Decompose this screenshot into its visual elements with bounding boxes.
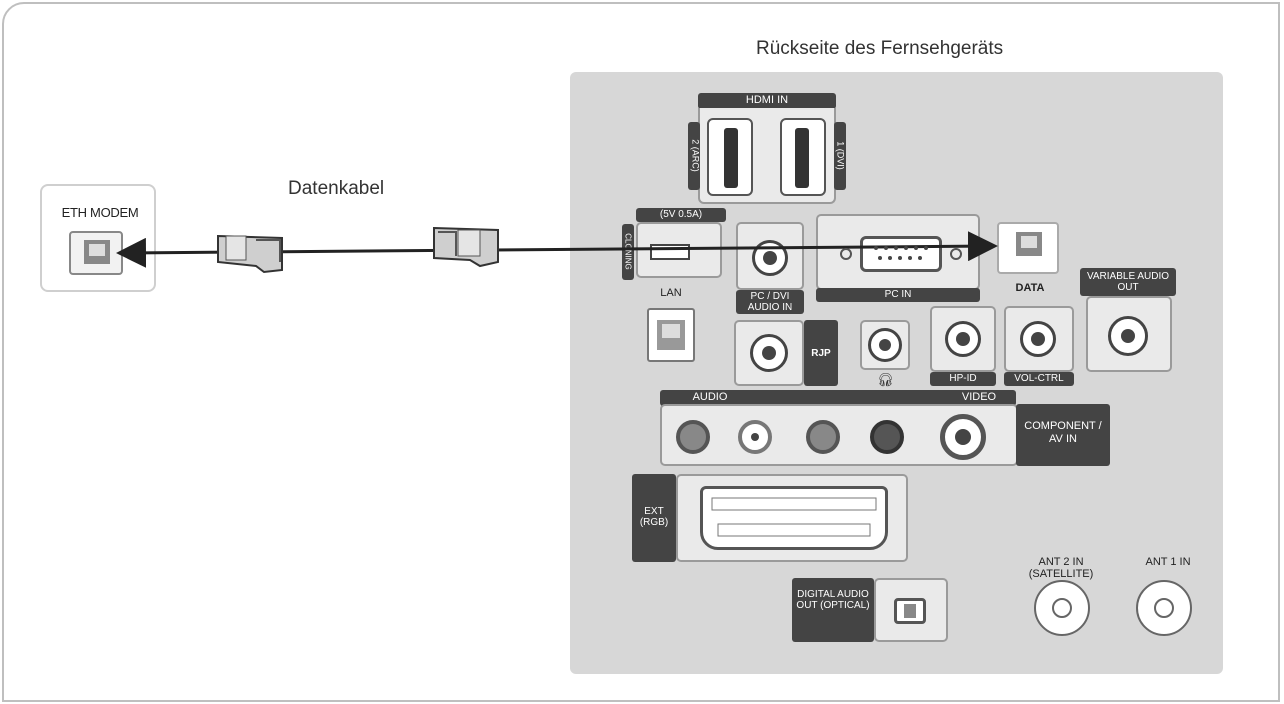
- pc-in-label: PC IN: [884, 289, 912, 300]
- headphone-icon: 🎧︎: [877, 372, 894, 387]
- rjp-label: RJP: [811, 348, 831, 359]
- vol-ctrl-tag: [1004, 372, 1074, 386]
- ext-tag: [632, 474, 676, 562]
- component-label: COMPONENT / AV IN: [1024, 420, 1102, 445]
- optical-inner: [904, 604, 916, 618]
- hdmi-1-tag: [834, 122, 846, 190]
- hdmi-2-tag: [688, 122, 700, 190]
- scart-port: [700, 486, 888, 550]
- jack-centers: [751, 251, 1135, 445]
- hdmi-header: [698, 93, 836, 109]
- tv-back-panel: [570, 72, 1223, 674]
- var-audio-tag: [1080, 268, 1176, 296]
- usb-header: [636, 208, 726, 222]
- component-tag: [1016, 404, 1110, 466]
- rjp-tag: [804, 320, 838, 386]
- cable-label: Datenkabel: [288, 178, 385, 199]
- ext-label: EXT (RGB): [639, 506, 669, 528]
- rj45-plug-right: [433, 226, 499, 268]
- vga-pins: [840, 246, 962, 260]
- hp-id-tag: [930, 372, 996, 386]
- video-label: VIDEO: [961, 391, 997, 403]
- ethernet-jack-icon: [69, 231, 123, 275]
- optical-tag: [792, 578, 874, 642]
- vol-ctrl-label: VOL-CTRL: [1014, 373, 1064, 384]
- component-header: [660, 390, 1016, 406]
- ant2-label: ANT 2 IN (SATELLITE): [1028, 556, 1094, 580]
- pc-dvi-audio-tag: [736, 290, 804, 314]
- video-jack: [940, 414, 986, 460]
- scart-pins: [711, 497, 877, 537]
- usb-label: (5V 0.5A): [659, 209, 703, 220]
- pc-dvi-audio-label: PC / DVI AUDIO IN: [747, 291, 793, 313]
- optical-label: DIGITAL AUDIO OUT (OPTICAL): [796, 589, 870, 611]
- hdmi-2-slot: [724, 128, 738, 188]
- hdmi-in-label: HDMI IN: [745, 94, 789, 106]
- eth-modem-label: ETH MODEM: [61, 205, 139, 220]
- pc-in-tag: [816, 288, 980, 302]
- ant1-inner: [1154, 598, 1174, 618]
- ant1-label: ANT 1 IN: [1145, 556, 1191, 568]
- hp-id-label: HP-ID: [949, 373, 977, 384]
- pr-jack: [870, 420, 904, 454]
- audio-l-jack: [738, 420, 772, 454]
- tv-back-title: Rückseite des Fernsehgeräts: [756, 38, 1004, 59]
- audio-label: AUDIO: [692, 391, 728, 403]
- hdmi-1-slot: [795, 128, 809, 188]
- data-label: DATA: [1015, 282, 1045, 294]
- data-jack-icon: [1016, 232, 1042, 256]
- var-audio-label: VARIABLE AUDIO OUT: [1086, 271, 1170, 293]
- lan-jack-detail: [657, 320, 685, 350]
- rj45-plug-left: [217, 234, 283, 274]
- ant2-inner: [1052, 598, 1072, 618]
- lan-label: LAN: [660, 287, 682, 299]
- audio-r-jack: [676, 420, 710, 454]
- pb-jack: [806, 420, 840, 454]
